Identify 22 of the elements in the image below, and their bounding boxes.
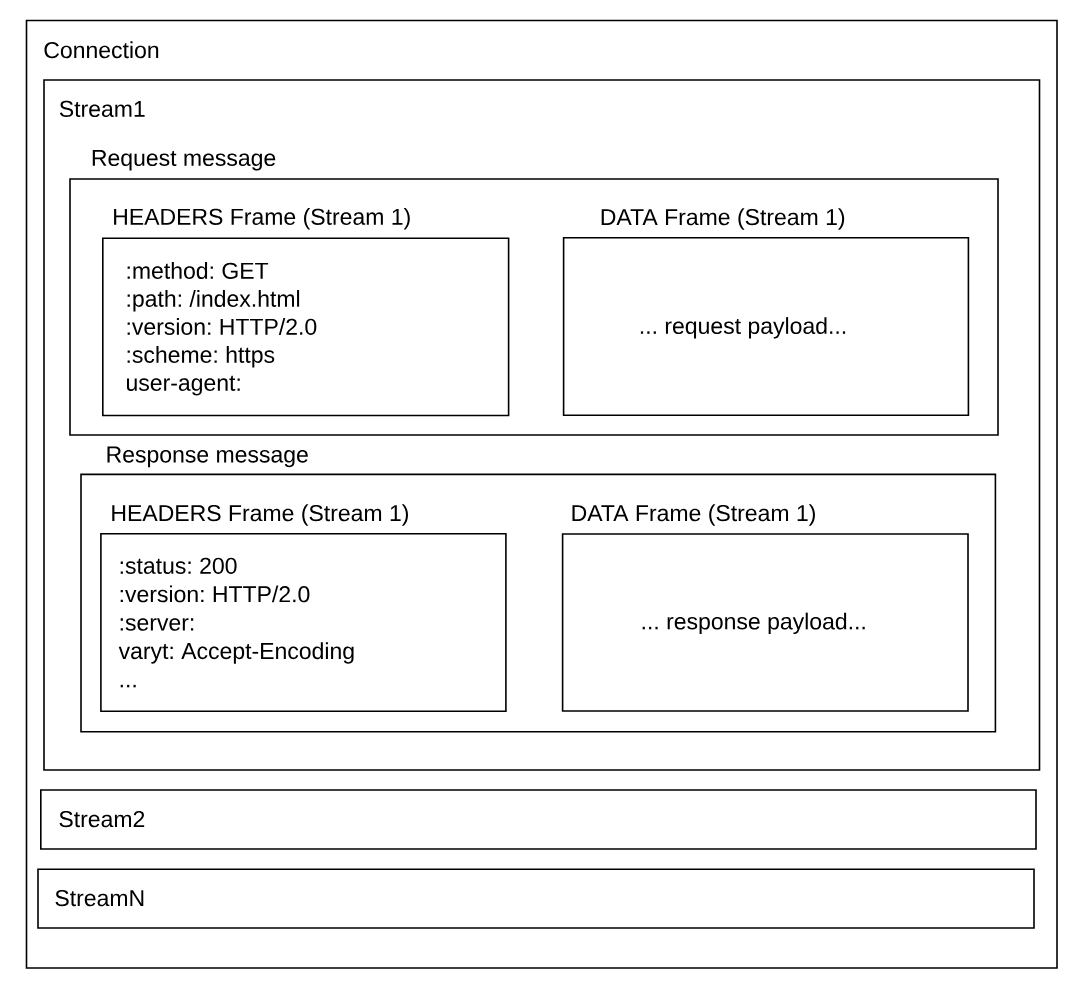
header-field: :server: xyxy=(120,618,194,631)
message-title: Response message xyxy=(107,446,308,468)
frame-title: HEADERS Frame (Stream 1) xyxy=(114,208,410,230)
header-field: :status: 200 xyxy=(120,557,237,574)
box-title: Stream1 xyxy=(59,100,145,118)
header-field: :method: GET xyxy=(127,262,269,279)
payload-text: ... response payload... xyxy=(642,612,865,635)
frame-title: DATA Frame (Stream 1) xyxy=(601,208,845,230)
stream-box: StreamN xyxy=(37,868,1035,929)
header-field: :path: /index.html xyxy=(127,290,300,312)
frame-title: HEADERS Frame (Stream 1) xyxy=(112,504,408,526)
message-title: Request message xyxy=(92,150,276,171)
frame-title: DATA Frame (Stream 1) xyxy=(572,504,815,526)
box-title: Connection xyxy=(44,41,159,59)
header-field: ... xyxy=(120,684,136,688)
header-field: :scheme: https xyxy=(127,346,275,368)
header-field: :version: HTTP/2.0 xyxy=(120,585,310,603)
header-field: :version: HTTP/2.0 xyxy=(127,318,317,335)
stream-box: Stream2 xyxy=(40,789,1037,850)
header-field: user-agent: xyxy=(127,375,240,396)
header-field: varyt: Accept-Encoding xyxy=(118,642,354,664)
payload-text: ... request payload... xyxy=(640,317,846,339)
